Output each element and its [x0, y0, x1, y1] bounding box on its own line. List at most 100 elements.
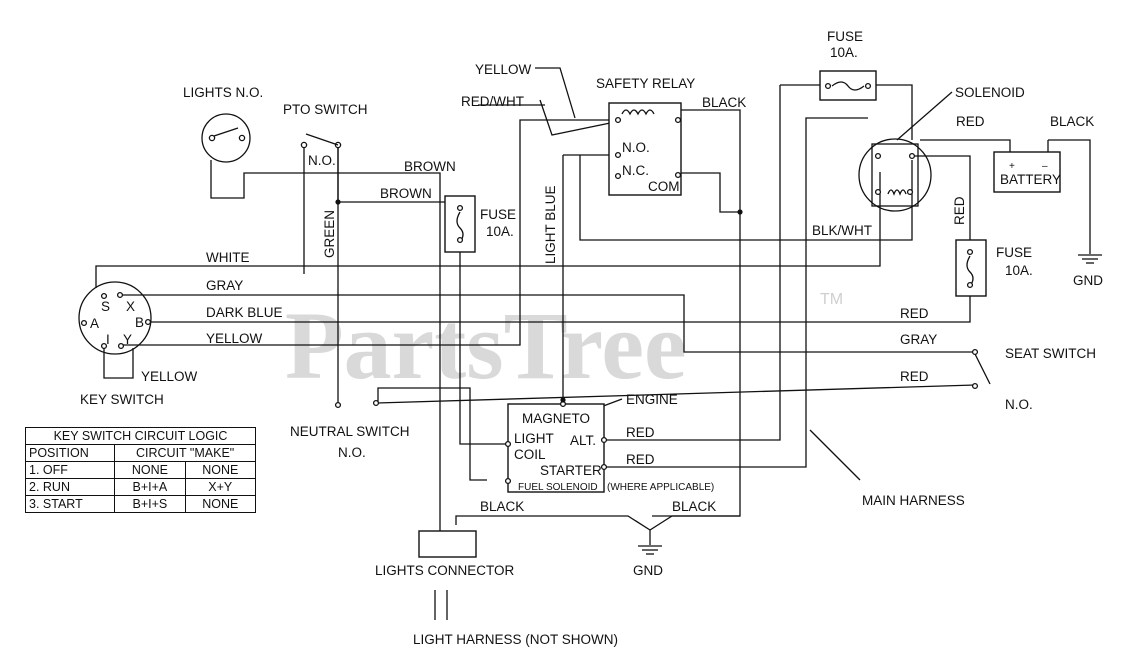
watermark-tm: TM — [820, 291, 843, 308]
label-battery: BATTERY — [1000, 172, 1061, 187]
label-gnd-right: GND — [1073, 273, 1103, 288]
table-title: KEY SWITCH CIRCUIT LOGIC — [25, 427, 256, 445]
label-black-relay: BLACK — [702, 95, 746, 110]
label-fuse-right: FUSE — [996, 245, 1032, 260]
label-brown-2: BROWN — [380, 186, 432, 201]
battery-minus: – — [1042, 161, 1048, 172]
key-terminal-s: S — [101, 299, 110, 314]
key-terminal-a: A — [90, 316, 99, 331]
lights-switch — [201, 113, 251, 163]
table-cell: X+Y — [184, 478, 257, 496]
label-lights-connector: LIGHTS CONNECTOR — [375, 563, 515, 578]
label-light-harness: LIGHT HARNESS (NOT SHOWN) — [413, 632, 618, 647]
junctions — [335, 199, 743, 403]
lights-connector-box — [418, 530, 477, 558]
pto-switch — [300, 133, 342, 149]
fuse-top — [819, 70, 877, 101]
label-pto-no: N.O. — [308, 153, 336, 168]
table-cell: 1. OFF — [24, 461, 116, 479]
label-green: GREEN — [322, 210, 337, 258]
label-pto-switch: PTO SWITCH — [283, 102, 368, 117]
label-alt: ALT. — [570, 433, 596, 448]
table-cell: B+I+S — [114, 495, 186, 513]
wires — [95, 67, 1091, 620]
label-neutral-switch: NEUTRAL SWITCH — [290, 424, 410, 439]
key-terminal-y: Y — [123, 332, 132, 347]
label-fuse-mid-rating: 10A. — [486, 224, 514, 239]
label-fuse-top-rating: 10A. — [830, 45, 858, 60]
label-where-applicable: (WHERE APPLICABLE) — [607, 482, 714, 493]
label-magneto: MAGNETO — [522, 411, 590, 426]
label-seat-switch: SEAT SWITCH — [1005, 346, 1096, 361]
label-yellow-top: YELLOW — [475, 62, 532, 77]
engine-box — [504, 400, 608, 493]
label-red-alt: RED — [626, 425, 655, 440]
table-row: 3. START B+I+S NONE — [24, 495, 257, 513]
label-relay-no: N.O. — [622, 140, 650, 155]
label-yellow-bottom: YELLOW — [141, 369, 198, 384]
label-light-blue: LIGHT BLUE — [543, 185, 558, 264]
neutral-switch — [334, 399, 380, 409]
seat-switch — [971, 348, 991, 390]
label-blk-wht: BLK/WHT — [812, 223, 872, 238]
fuse-right — [955, 239, 987, 297]
table-cell: NONE — [184, 495, 257, 513]
label-red-vertical: RED — [952, 196, 967, 225]
fuse-mid — [444, 195, 476, 253]
label-safety-relay: SAFETY RELAY — [596, 76, 695, 91]
key-switch-logic-table: KEY SWITCH CIRCUIT LOGIC POSITION CIRCUI… — [24, 427, 257, 513]
label-lights-no: LIGHTS N.O. — [183, 85, 263, 100]
label-gray-right: GRAY — [900, 332, 937, 347]
label-black-left: BLACK — [480, 499, 524, 514]
battery — [993, 151, 1061, 193]
table-cell: NONE — [184, 461, 257, 479]
table-row: 2. RUN B+I+A X+Y — [24, 478, 257, 496]
label-coil: COIL — [514, 447, 546, 462]
label-brown-1: BROWN — [404, 159, 456, 174]
key-terminal-x: X — [126, 299, 135, 314]
label-neutral-no: N.O. — [338, 445, 366, 460]
ground-symbol-right — [1078, 254, 1102, 264]
key-terminal-b: B — [135, 315, 144, 330]
table-cell: NONE — [114, 461, 186, 479]
label-fuse-top: FUSE — [827, 29, 863, 44]
label-light: LIGHT — [514, 431, 554, 446]
label-black-battery: BLACK — [1050, 114, 1094, 129]
label-red-starter: RED — [626, 452, 655, 467]
table-title-row: KEY SWITCH CIRCUIT LOGIC — [25, 427, 256, 445]
label-red-wht: RED/WHT — [461, 94, 524, 109]
key-terminal-i: I — [106, 332, 110, 347]
table-header-circuit: CIRCUIT "MAKE" — [114, 444, 256, 462]
label-key-switch: KEY SWITCH — [80, 392, 164, 407]
label-red-right-1: RED — [900, 306, 929, 321]
label-fuel-solenoid: FUEL SOLENOID — [518, 482, 598, 493]
battery-plus: + — [1009, 161, 1015, 172]
label-fuse-right-rating: 10A. — [1005, 263, 1033, 278]
ground-symbol-bottom — [638, 545, 662, 555]
label-relay-nc: N.C. — [622, 163, 649, 178]
label-yellow-key: YELLOW — [206, 331, 263, 346]
label-red-right-2: RED — [900, 369, 929, 384]
label-starter: STARTER — [540, 463, 602, 478]
label-seat-no: N.O. — [1005, 397, 1033, 412]
safety-relay — [608, 102, 682, 196]
label-main-harness: MAIN HARNESS — [862, 493, 965, 508]
table-cell: 3. START — [24, 495, 116, 513]
table-cell: 2. RUN — [24, 478, 116, 496]
key-switch — [78, 281, 152, 355]
label-black-right: BLACK — [672, 499, 716, 514]
label-dark-blue: DARK BLUE — [206, 305, 283, 320]
table-header-position: POSITION — [24, 444, 116, 462]
label-gnd-bottom: GND — [633, 563, 663, 578]
solenoid — [858, 138, 932, 212]
label-red-solenoid: RED — [956, 114, 985, 129]
label-relay-com: COM — [648, 179, 680, 194]
label-white: WHITE — [206, 250, 250, 265]
label-gray: GRAY — [206, 278, 243, 293]
label-solenoid: SOLENOID — [955, 85, 1025, 100]
label-fuse-mid: FUSE — [480, 207, 516, 222]
table-header-row: POSITION CIRCUIT "MAKE" — [24, 444, 256, 462]
table-row: 1. OFF NONE NONE — [24, 461, 257, 479]
table-cell: B+I+A — [114, 478, 186, 496]
